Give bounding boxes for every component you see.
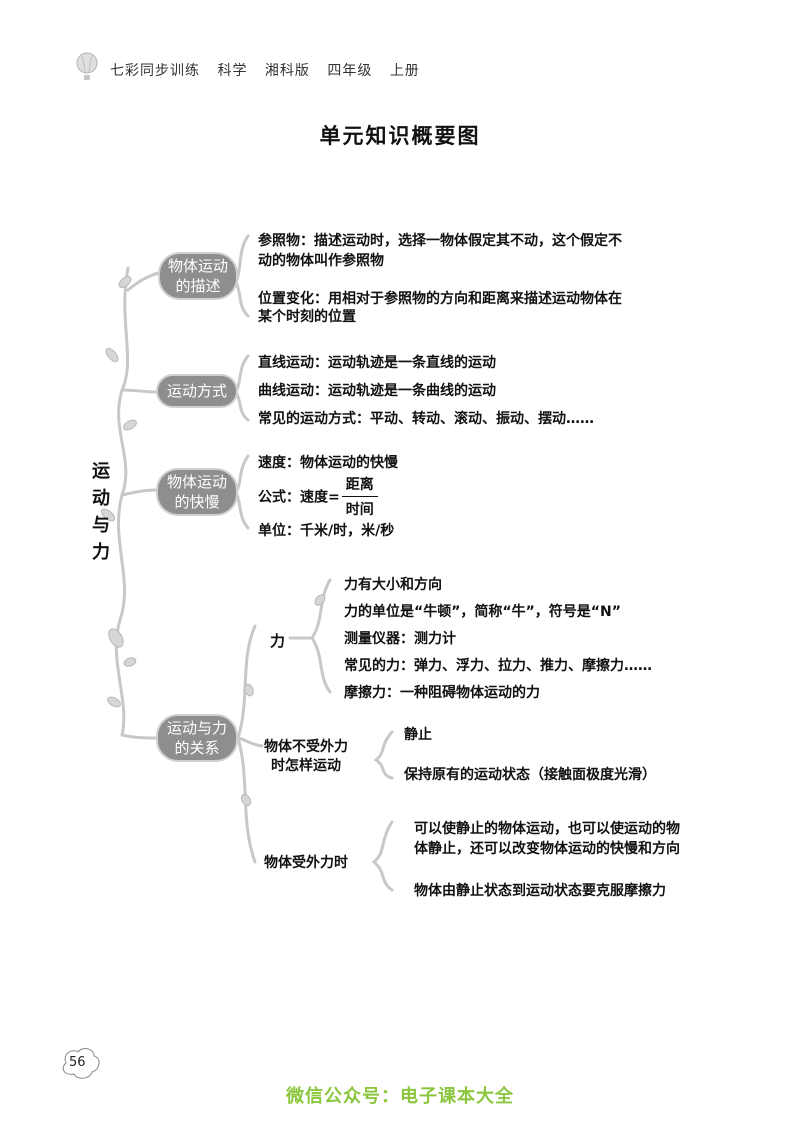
pill-motion-force: 运动与力 的关系 bbox=[156, 714, 238, 762]
header-edition: 湘科版 bbox=[264, 63, 310, 79]
formula-denominator: 时间 bbox=[345, 502, 374, 518]
header-volume: 上册 bbox=[389, 63, 420, 79]
no-force-item-1: 静止 bbox=[404, 727, 432, 743]
footer-watermark: 微信公众号：电子课本大全 bbox=[286, 1086, 514, 1107]
speed-definition: 速度：物体运动的快慢 bbox=[258, 455, 398, 471]
description-line-2: 动的物体叫作参照物 bbox=[258, 253, 384, 269]
description-line-3: 位置变化：用相对于参照物的方向和距离来描述运动物体在 bbox=[258, 291, 622, 307]
force-item-1: 力有大小和方向 bbox=[344, 577, 442, 593]
mode-curvilinear: 曲线运动：运动轨迹是一条曲线的运动 bbox=[258, 383, 496, 399]
speed-formula-prefix: 公式：速度= bbox=[258, 489, 340, 506]
speed-formula-fraction: 距离时间 bbox=[341, 474, 378, 519]
header-grade: 四年级 bbox=[327, 63, 373, 79]
force-item-5: 摩擦力：一种阻碍物体运动的力 bbox=[344, 685, 540, 701]
with-force-item-3: 物体由静止状态到运动状态要克服摩擦力 bbox=[414, 883, 666, 899]
header-series: 七彩同步训练 bbox=[110, 63, 200, 79]
description-line-4: 某个时刻的位置 bbox=[258, 309, 356, 325]
root-label: 运动与力 bbox=[92, 461, 110, 563]
speed-formula: 公式：速度=距离时间 bbox=[258, 474, 378, 519]
page-number-badge: 56 bbox=[60, 1046, 102, 1084]
node-no-external-force: 物体不受外力 时怎样运动 bbox=[264, 739, 348, 774]
page-number: 56 bbox=[69, 1055, 86, 1070]
force-item-2: 力的单位是“牛顿”，简称“牛”，符号是“N” bbox=[344, 604, 621, 620]
pill-motion-modes: 运动方式 bbox=[156, 374, 238, 408]
pill-motion-description: 物体运动 的描述 bbox=[158, 252, 238, 300]
page-header: 七彩同步训练 科学 湘科版 四年级 上册 bbox=[110, 60, 432, 80]
speed-unit: 单位：千米/时，米/秒 bbox=[258, 523, 395, 539]
mode-linear: 直线运动：运动轨迹是一条直线的运动 bbox=[258, 355, 496, 371]
pill-motion-speed: 物体运动 的快慢 bbox=[156, 468, 238, 516]
description-line-1: 参照物：描述运动时，选择一物体假定其不动，这个假定不 bbox=[258, 233, 622, 249]
force-item-3: 测量仪器：测力计 bbox=[344, 631, 456, 647]
header-subject: 科学 bbox=[217, 63, 248, 79]
with-force-item-2: 体静止，还可以改变物体运动的快慢和方向 bbox=[414, 841, 680, 857]
node-force: 力 bbox=[270, 632, 286, 650]
node-with-external-force: 物体受外力时 bbox=[264, 855, 348, 871]
formula-numerator: 距离 bbox=[341, 474, 378, 497]
page-title: 单元知识概要图 bbox=[319, 124, 481, 148]
mode-common: 常见的运动方式：平动、转动、滚动、振动、摆动…… bbox=[258, 411, 594, 427]
no-force-item-2: 保持原有的运动状态（接触面极度光滑） bbox=[404, 767, 656, 783]
balloon-icon bbox=[74, 52, 100, 86]
force-item-4: 常见的力：弹力、浮力、拉力、推力、摩擦力…… bbox=[344, 658, 652, 674]
with-force-item-1: 可以使静止的物体运动，也可以使运动的物 bbox=[414, 821, 680, 837]
